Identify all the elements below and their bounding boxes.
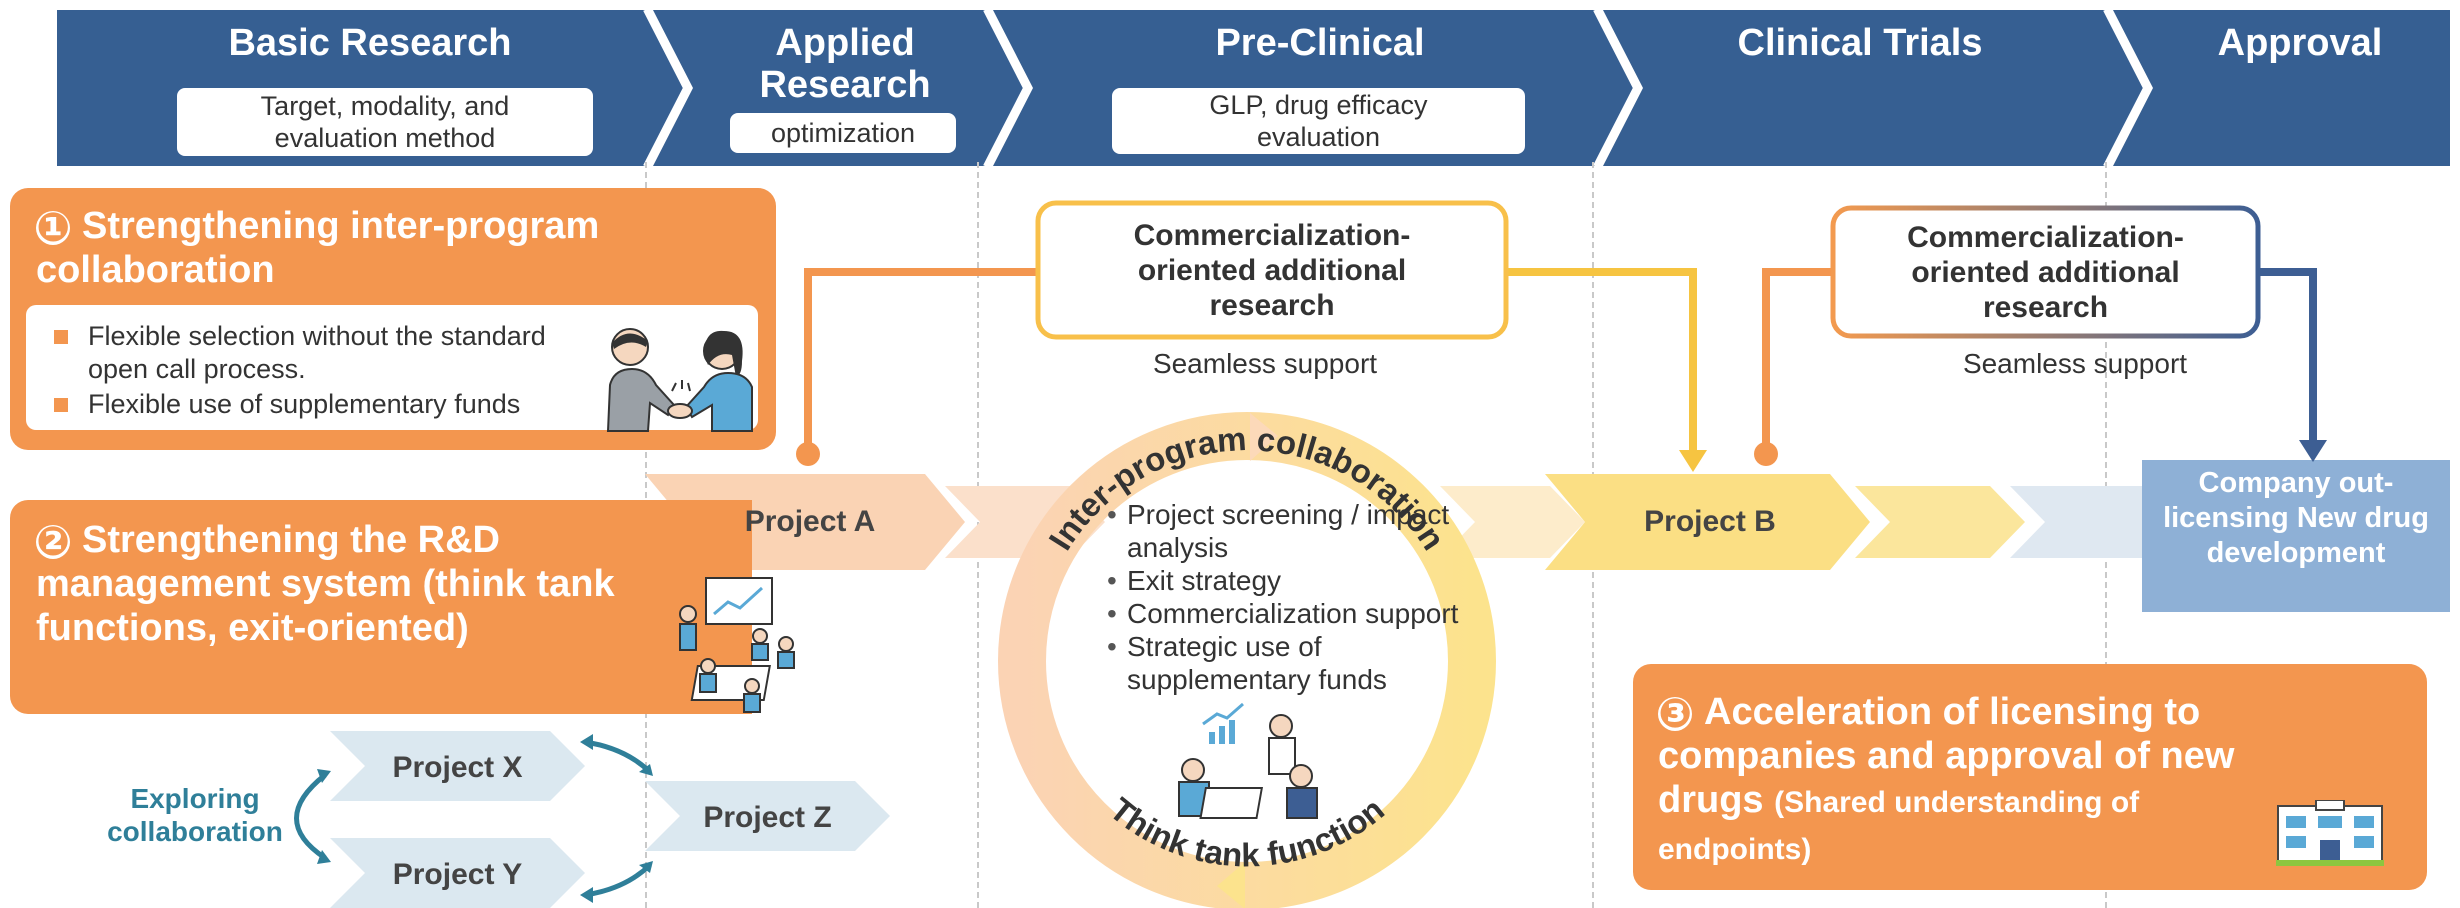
meeting-presentation-illustration: [679, 577, 795, 713]
cycle-item: Exit strategy: [1107, 564, 1507, 597]
project-a-label: Project A: [744, 505, 876, 538]
project-x-label: Project X: [392, 751, 523, 784]
panel2-number: ❷: [36, 519, 70, 564]
stage-title-basic-research: Basic Research: [228, 22, 512, 64]
cycle-item: Project screening / impact analysis: [1107, 498, 1507, 564]
panel-rd-management-system: [10, 500, 752, 714]
project-b-label: Project B: [1644, 505, 1776, 538]
panel1-bullet: Flexible use of supplementary funds: [52, 388, 602, 421]
cycle-items: Project screening / impact analysis Exit…: [1107, 498, 1507, 696]
panel1-bullets: Flexible selection without the standard …: [52, 320, 602, 423]
cycle-item: Strategic use of supplementary funds: [1107, 630, 1507, 696]
seamless-support-2: Seamless support: [1962, 348, 2188, 379]
panel1-title-text: Strengthening inter-program collaboratio…: [36, 205, 600, 291]
project-z-label: Project Z: [703, 801, 832, 834]
panel3-subtitle: (Shared understanding of endpoints): [1658, 786, 2140, 866]
project-y-label: Project Y: [392, 858, 523, 891]
stage-title-pre-clinical: Pre-Clinical: [1215, 22, 1425, 64]
panel3-title-text: Acceleration of licensing to companies a…: [1658, 691, 2235, 821]
stage-subtitle-pre-clinical: GLP, drug efficacy evaluation: [1112, 88, 1525, 154]
panel1-bullet: Flexible selection without the standard …: [52, 320, 602, 386]
research-box-2: Commercialization-oriented additional re…: [1839, 214, 2252, 330]
exploring-collaboration-label: Exploring collaboration: [107, 783, 283, 847]
stage-subtitle-applied-research: optimization: [730, 113, 956, 153]
panel3-number: ❸: [1658, 691, 1692, 736]
stage-title-approval: Approval: [2217, 22, 2383, 64]
cycle-item: Commercialization support: [1107, 597, 1507, 630]
handshake-people-illustration: [606, 328, 753, 432]
research-box-1: Commercialization-oriented additional re…: [1044, 208, 1500, 332]
stage-subtitle-basic-research: Target, modality, and evaluation method: [177, 88, 593, 156]
approval-box-label: Company out-licensing New drug developme…: [2163, 467, 2429, 569]
building-icon: [2276, 800, 2384, 866]
panel2-title-text: Strengthening the R&D management system …: [36, 519, 615, 649]
seamless-support-1: Seamless support: [1152, 348, 1378, 379]
stage-title-applied-research: Applied Research: [759, 22, 931, 106]
stage-title-clinical-trials: Clinical Trials: [1737, 22, 1983, 64]
team-meeting-chart-illustration: [1178, 702, 1318, 819]
